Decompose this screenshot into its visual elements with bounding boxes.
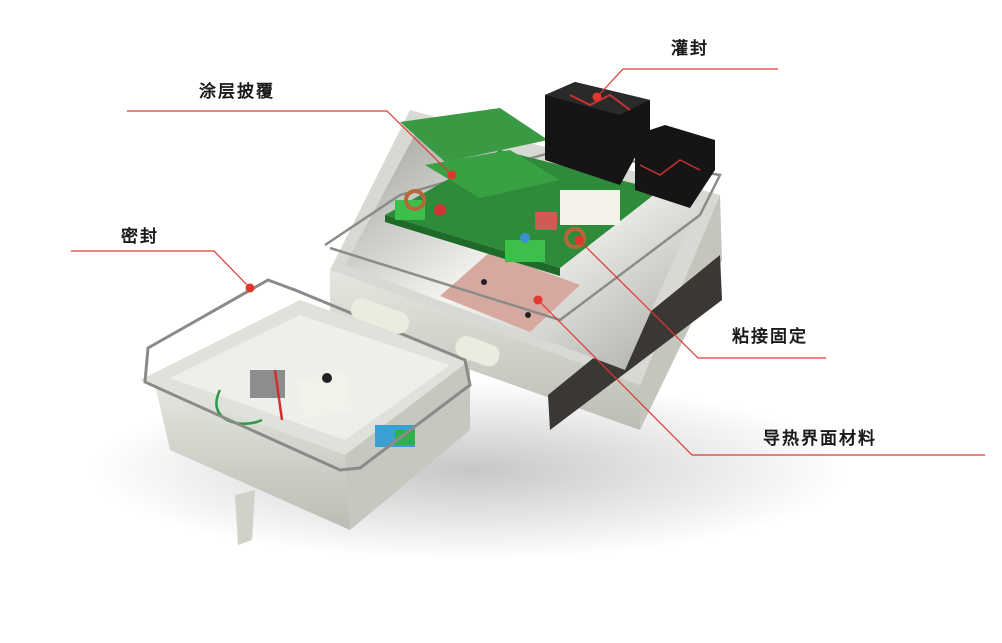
callout-dot — [245, 283, 255, 293]
callout-label-bonding: 粘接固定 — [732, 327, 808, 347]
callout-label-potting: 灌封 — [671, 39, 709, 59]
callout-lines — [71, 68, 985, 456]
thermal-pad — [440, 252, 580, 332]
junction-box — [140, 278, 500, 545]
callout-dot — [592, 92, 602, 102]
callout-dot — [533, 295, 543, 305]
pcb-board — [385, 108, 660, 276]
callout-label-sealing: 密封 — [121, 227, 159, 247]
callout-label-conformal-coating: 涂层披覆 — [199, 82, 275, 102]
callout-dot — [447, 170, 457, 180]
callout-label-thermal-interface: 导热界面材料 — [763, 429, 877, 449]
gasket — [143, 278, 472, 472]
callout-dot — [574, 235, 584, 245]
rotary-switch — [296, 370, 354, 420]
